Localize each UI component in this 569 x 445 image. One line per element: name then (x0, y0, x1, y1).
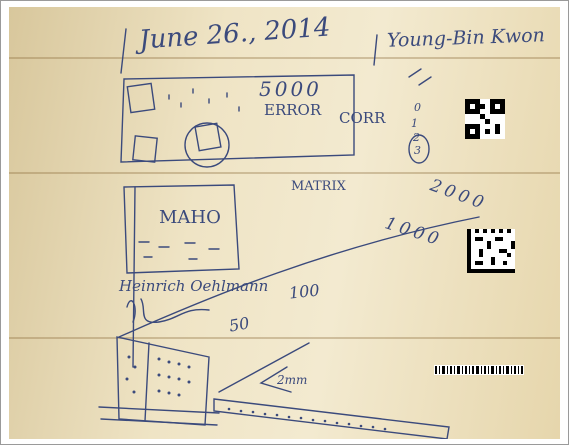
fold-line (9, 172, 560, 174)
corr-number: 0 (414, 101, 421, 114)
person-name: Heinrich Oehlmann (119, 277, 269, 295)
corr-number: 2 (413, 131, 420, 144)
maho-word: MAHO (159, 207, 221, 228)
datamatrix-code (467, 229, 515, 273)
unit-label: 2mm (277, 373, 308, 387)
corr-word: CORR (339, 109, 386, 127)
fold-line (9, 57, 560, 59)
matrix-word: MATRIX (291, 179, 346, 194)
scale-100: 100 (288, 280, 321, 303)
error-word: ERROR (264, 101, 322, 119)
corr-number: 3 (414, 144, 421, 157)
scale-50: 50 (227, 313, 251, 336)
fold-line (9, 337, 560, 339)
paper-photo: June 26., 2014 Young-Bin Kwon 5000 ERROR… (9, 7, 560, 439)
error-count: 5000 (259, 77, 322, 101)
qr-code (465, 99, 505, 139)
barcode-strip (434, 365, 524, 375)
pen-drawing (98, 28, 480, 439)
corr-number: 1 (411, 117, 418, 130)
